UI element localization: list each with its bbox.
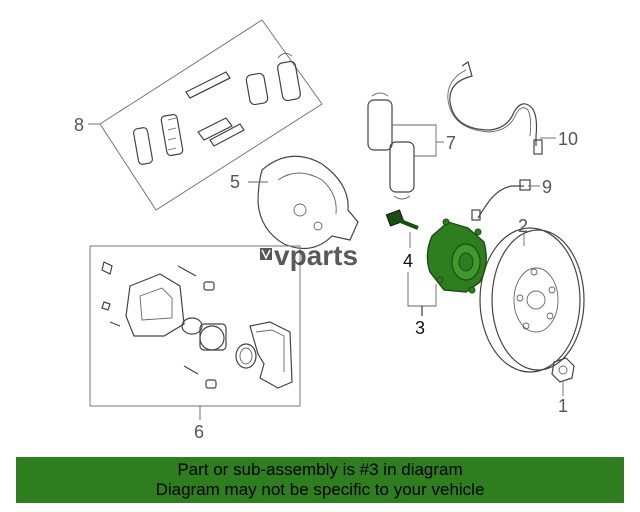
lug-nut[interactable] xyxy=(551,357,575,383)
callout-5: 5 xyxy=(230,172,240,192)
callout-2: 2 xyxy=(518,216,528,236)
hub-bearing-assembly[interactable] xyxy=(426,218,487,294)
brake-hose[interactable] xyxy=(447,61,543,155)
brake-pad-kit-group[interactable] xyxy=(99,19,323,211)
callout-10: 10 xyxy=(558,129,578,149)
exploded-parts-diagram: 8 5 7 10 9 xyxy=(74,19,585,442)
callout-7: 7 xyxy=(446,133,456,153)
hub-bolt[interactable] xyxy=(385,209,419,230)
info-banner: Part or sub-assembly is #3 in diagram Di… xyxy=(16,457,624,503)
dust-shield[interactable] xyxy=(257,155,359,250)
callout-1: 1 xyxy=(558,396,568,416)
callout-4: 4 xyxy=(403,251,413,271)
abs-sensor-wire[interactable] xyxy=(471,179,531,221)
callout-6: 6 xyxy=(194,422,204,442)
banner-line-2: Diagram may not be specific to your vehi… xyxy=(155,480,485,499)
vparts-watermark-logo: vparts xyxy=(260,240,358,271)
callout-9: 9 xyxy=(542,177,552,197)
callout-3: 3 xyxy=(415,318,425,338)
banner-line-1: Part or sub-assembly is #3 in diagram xyxy=(177,460,463,479)
caliper-kit-group[interactable] xyxy=(89,245,301,407)
watermark-text: vparts xyxy=(274,240,358,271)
brake-rotor[interactable] xyxy=(479,227,585,373)
brake-pads[interactable] xyxy=(367,92,415,200)
callout-8: 8 xyxy=(74,115,84,135)
